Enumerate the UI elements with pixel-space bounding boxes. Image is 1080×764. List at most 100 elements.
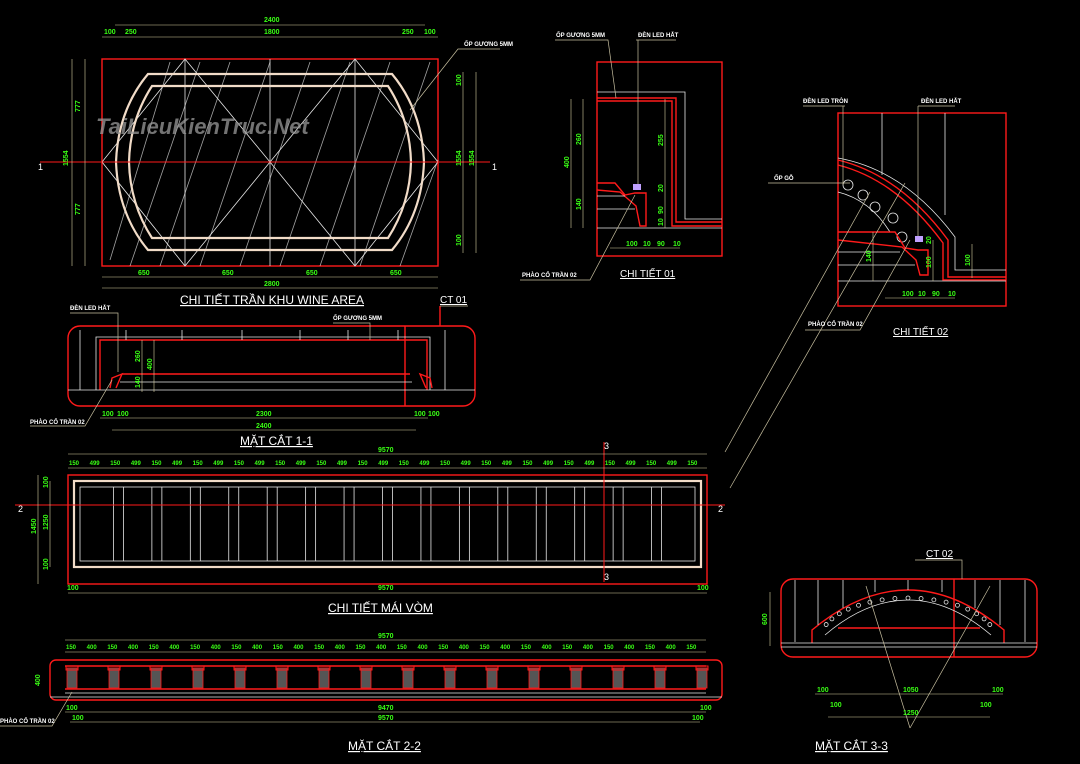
vault-dim-left: 100 bbox=[43, 476, 50, 488]
rib-cap bbox=[317, 665, 331, 671]
detail01-mirror-label: ỐP GƯƠNG 5MM bbox=[556, 32, 605, 39]
detail02-title: CHI TIẾT 02 bbox=[893, 325, 949, 338]
section11-dim: 400 bbox=[147, 358, 154, 370]
ceiling-plan: 1 1 2400 100 250 1800 250 100 650 650 65… bbox=[38, 17, 513, 307]
rib-post bbox=[150, 667, 162, 689]
section11-dim: 140 bbox=[135, 376, 142, 388]
rib-post bbox=[486, 667, 498, 689]
vault-dim-top: 499 bbox=[296, 461, 307, 467]
section22-dim-top: 400 bbox=[542, 645, 553, 651]
rib-cap bbox=[233, 665, 247, 671]
rib-cap bbox=[65, 665, 79, 671]
section11-dim-bottom: 100 bbox=[102, 411, 114, 418]
detail01-dim-bottom: 90 bbox=[657, 241, 665, 248]
vault-dim-top: 499 bbox=[131, 461, 142, 467]
led-hole bbox=[943, 599, 949, 605]
vault-dim-bottom: 9570 bbox=[378, 585, 394, 592]
section-3-3: CT 02 600 100 1050 100 100 100 1250 MẶT … bbox=[762, 549, 1038, 753]
section22-dim-top: 150 bbox=[604, 645, 615, 651]
section-marker-1-right: 1 bbox=[492, 162, 497, 172]
detail02-dim-bottom: 100 bbox=[902, 291, 914, 298]
section22-dim-bottom: 9570 bbox=[378, 715, 394, 722]
callout-ct01: CT 01 bbox=[440, 295, 467, 306]
section22-dim-top: 150 bbox=[273, 645, 284, 651]
vault-dim-top: 150 bbox=[234, 461, 245, 467]
section33-title: MẶT CẮT 3-3 bbox=[815, 738, 888, 753]
detail01-dim: 20 bbox=[658, 184, 665, 192]
led-hole bbox=[918, 596, 924, 601]
detail02-dim-bottom: 10 bbox=[948, 291, 956, 298]
section11-mirror-label: ỐP GƯƠNG 5MM bbox=[333, 315, 382, 322]
section22-dim-top: 150 bbox=[231, 645, 242, 651]
section11-dim-bottom: 100 bbox=[414, 411, 426, 418]
section33-dim: 100 bbox=[992, 687, 1004, 694]
led-hole bbox=[892, 596, 898, 601]
plan-oval-frame bbox=[114, 72, 426, 252]
section22-dim-top: 400 bbox=[459, 645, 470, 651]
vault-dim-top: 499 bbox=[172, 461, 183, 467]
watermark-logo: TaiLieuKienTruc.Net bbox=[96, 114, 310, 139]
section11-led-label: ĐÈN LED HẮT bbox=[70, 304, 111, 312]
led-hole bbox=[829, 616, 835, 622]
detail01-dim: 400 bbox=[564, 156, 571, 168]
section22-dim-top: 400 bbox=[376, 645, 387, 651]
plan-dim-top: 250 bbox=[125, 29, 137, 36]
section22-dim-top: 150 bbox=[107, 645, 118, 651]
section11-cornice-label: PHÀO CỔ TRẦN 02 bbox=[30, 419, 85, 426]
section11-dim-bottom: 2300 bbox=[256, 411, 272, 418]
vault-dim-top: 150 bbox=[316, 461, 327, 467]
plan-dim-left: 777 bbox=[75, 100, 82, 112]
vault-dim-top: 150 bbox=[646, 461, 657, 467]
rib-cap bbox=[191, 665, 205, 671]
vault-dim-top: 499 bbox=[461, 461, 472, 467]
vault-dim-top: 150 bbox=[358, 461, 369, 467]
rib-post bbox=[696, 667, 708, 689]
section22-dim-bottom: 100 bbox=[72, 715, 84, 722]
section22-dim-top: 150 bbox=[397, 645, 408, 651]
plan-dim-bottom: 650 bbox=[390, 270, 402, 277]
section22-dim-top: 400 bbox=[169, 645, 180, 651]
section22-dim-bottom: 9470 bbox=[378, 705, 394, 712]
rib-cap bbox=[107, 665, 121, 671]
rib-cap bbox=[653, 665, 667, 671]
plan-dim-bottom: 650 bbox=[306, 270, 318, 277]
plan-dim-total-top: 2400 bbox=[264, 17, 280, 24]
detail01-dim: 255 bbox=[658, 134, 665, 146]
rib-post bbox=[612, 667, 624, 689]
detail02-dim: 100 bbox=[965, 254, 972, 266]
section22-cornice-label: PHÀO CỔ TRẦN 02 bbox=[0, 718, 55, 725]
vault-dim-top: 150 bbox=[69, 461, 80, 467]
section22-dim-top: 150 bbox=[190, 645, 201, 651]
vault-dim-top: 150 bbox=[399, 461, 410, 467]
section22-dim-top: 150 bbox=[480, 645, 491, 651]
section22-dim-top: 400 bbox=[211, 645, 222, 651]
plan-dim-right-total: 1554 bbox=[469, 150, 476, 166]
plan-dim-left: 777 bbox=[75, 203, 82, 215]
section22-dim-top: 400 bbox=[252, 645, 263, 651]
rib-cap bbox=[149, 665, 163, 671]
led-hole bbox=[836, 611, 842, 617]
detail-02: ĐÈN LED TRÒN ĐÈN LED HẮT ỐP GỖ PHÀO CỔ T… bbox=[724, 97, 1007, 489]
vault-dim-top: 150 bbox=[687, 461, 698, 467]
section33-dim: 100 bbox=[830, 702, 842, 709]
rib-post bbox=[276, 667, 288, 689]
plan-dim-right: 100 bbox=[456, 74, 463, 86]
rib-post bbox=[570, 667, 582, 689]
section22-dim-top: 150 bbox=[66, 645, 77, 651]
plan-dim-total-bottom: 2800 bbox=[264, 281, 280, 288]
rib-cap bbox=[569, 665, 583, 671]
vault-dim-total-top: 9570 bbox=[378, 447, 394, 454]
section22-dim-top: 400 bbox=[583, 645, 594, 651]
vault-dim-top: 150 bbox=[605, 461, 616, 467]
vault-dim-top: 150 bbox=[151, 461, 162, 467]
led-hole bbox=[987, 622, 993, 627]
section11-dim-bottom: 100 bbox=[428, 411, 440, 418]
led-hole bbox=[931, 597, 937, 603]
detail01-dim: 10 bbox=[658, 218, 665, 226]
plan-dim-right: 1554 bbox=[456, 150, 463, 166]
vault-dim-top: 150 bbox=[522, 461, 533, 467]
plan-dim-bottom: 650 bbox=[222, 270, 234, 277]
section22-dim-total-top: 9570 bbox=[378, 633, 394, 640]
led-hole bbox=[981, 616, 987, 622]
vault-dim-top: 499 bbox=[626, 461, 637, 467]
